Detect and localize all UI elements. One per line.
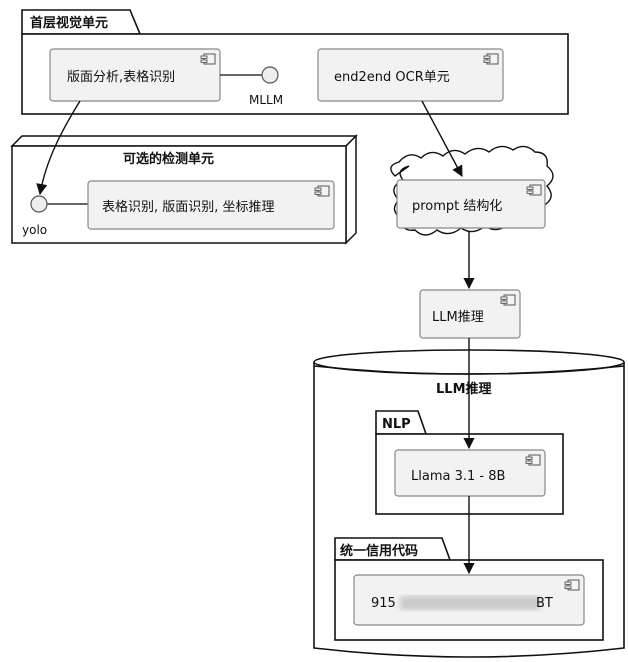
detection-component: 表格识别, 版面识别, 坐标推理 xyxy=(87,180,335,230)
arrow-layout-to-yolo xyxy=(36,100,81,196)
mllm-interface: MLLM xyxy=(220,66,283,107)
yolo-interface-circle xyxy=(30,195,48,213)
credit-code-prefix: 915 xyxy=(371,596,396,611)
credit-code-component: 915 BT xyxy=(353,574,585,626)
prompt-cloud: prompt 结构化 xyxy=(390,145,554,236)
yolo-label: yolo xyxy=(22,223,47,237)
prompt-component-box xyxy=(396,179,546,229)
credit-package-title: 统一信用代码 xyxy=(340,543,418,559)
ocr-label: end2end OCR单元 xyxy=(334,70,450,85)
nlp-package-title: NLP xyxy=(382,417,411,432)
mllm-interface-circle xyxy=(261,66,279,84)
yolo-interface: yolo xyxy=(22,195,88,237)
credit-code-suffix: BT xyxy=(536,596,553,611)
credit-code-redaction xyxy=(400,596,540,610)
ocr-component: end2end OCR单元 xyxy=(317,48,504,102)
llm-component-label: LLM推理 xyxy=(432,310,484,325)
detection-node-title: 可选的检测单元 xyxy=(123,151,214,167)
llama-component: Llama 3.1 - 8B xyxy=(394,449,546,497)
llama-label: Llama 3.1 - 8B xyxy=(411,469,505,484)
detection-node-top xyxy=(10,135,358,147)
top-package-title: 首层视觉单元 xyxy=(30,15,108,31)
detection-node-side xyxy=(345,134,357,245)
layout-analysis-label: 版面分析,表格识别 xyxy=(67,69,175,85)
layout-analysis-component: 版面分析,表格识别 xyxy=(49,48,221,102)
arrow-ocr-to-prompt xyxy=(421,100,463,177)
llm-component: LLM推理 xyxy=(419,289,521,339)
database-title: LLM推理 xyxy=(436,381,492,397)
mllm-label: MLLM xyxy=(249,93,283,107)
detection-component-label: 表格识别, 版面识别, 坐标推理 xyxy=(102,199,275,215)
prompt-label: prompt 结构化 xyxy=(412,199,502,214)
